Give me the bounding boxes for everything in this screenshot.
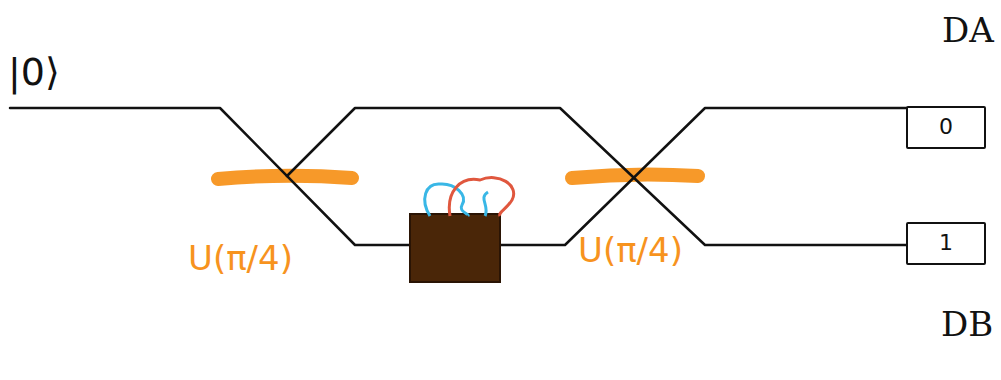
box-wire	[484, 192, 488, 216]
detector-output: 1	[906, 222, 986, 265]
detector-output: 0	[906, 106, 986, 149]
input-state: |0⟩	[8, 52, 60, 94]
beam-path	[287, 108, 910, 245]
black-box	[410, 214, 500, 282]
box-wire	[425, 184, 468, 216]
box-wire	[449, 178, 513, 216]
beam-splitter-label: U(π/4)	[188, 240, 293, 277]
beam-path	[10, 108, 410, 245]
detector-name: DB	[941, 306, 993, 343]
beam-splitter-label: U(π/4)	[578, 232, 683, 269]
detector-name: DA	[942, 12, 994, 49]
beam-splitter-mark	[218, 176, 352, 179]
beam-path	[500, 108, 910, 245]
